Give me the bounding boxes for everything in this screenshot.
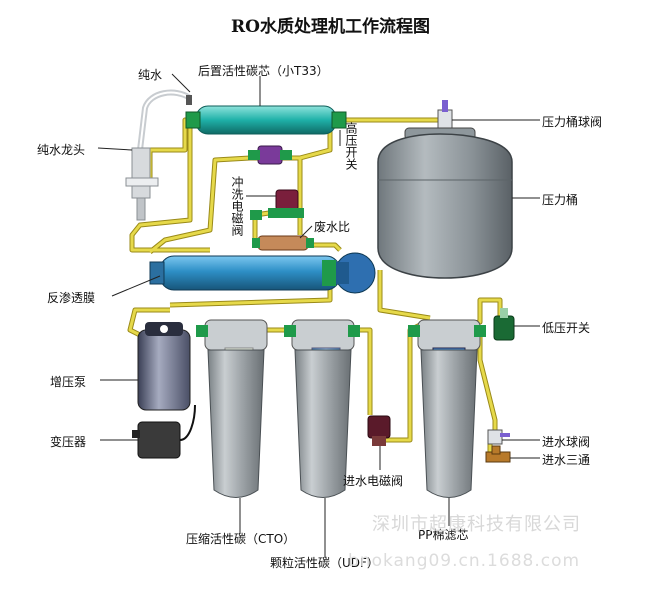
label-pp: PP棉滤芯 bbox=[418, 528, 469, 542]
low-pressure-switch bbox=[493, 308, 515, 341]
label-waste-ratio: 废水比 bbox=[314, 220, 351, 234]
pressure-tank bbox=[377, 127, 513, 279]
label-flush-solenoid: 冲洗电磁阀 bbox=[230, 176, 244, 236]
filter-housing-cto bbox=[196, 319, 268, 498]
page-title: RO水质处理机工作流程图 bbox=[231, 17, 430, 37]
label-inlet-tee: 进水三通 bbox=[542, 453, 591, 467]
filter-housing-pp bbox=[408, 319, 486, 498]
inlet-solenoid-valve bbox=[367, 415, 391, 446]
label-post-carbon: 后置活性碳芯（小T33） bbox=[198, 64, 329, 78]
label-pure-water: 纯水 bbox=[138, 68, 163, 82]
inlet-tee bbox=[485, 445, 511, 463]
label-pressure-tank: 压力桶 bbox=[542, 193, 579, 207]
high-pressure-switch bbox=[248, 145, 292, 165]
post-carbon-filter bbox=[185, 105, 347, 135]
label-booster-pump: 增压泵 bbox=[50, 375, 87, 389]
leader-lines bbox=[97, 73, 540, 558]
label-cto: 压缩活性碳（CTO） bbox=[186, 532, 296, 546]
label-ro-membrane: 反渗透膜 bbox=[47, 291, 96, 305]
inlet-ball-valve bbox=[487, 429, 510, 445]
ro-membrane bbox=[149, 252, 376, 294]
booster-pump bbox=[137, 322, 191, 411]
label-inlet-ball-valve: 进水球阀 bbox=[542, 435, 591, 449]
pressure-tank-valve bbox=[437, 100, 453, 131]
watermark-url: bnokang09.cn.1688.com bbox=[348, 551, 581, 571]
label-low-pressure-switch: 低压开关 bbox=[542, 321, 591, 335]
label-udf: 颗粒活性碳（UDF） bbox=[270, 556, 379, 570]
transformer bbox=[132, 404, 196, 459]
watermark-company: 深圳市超康科技有限公司 bbox=[372, 514, 581, 535]
flush-solenoid-valve bbox=[250, 189, 304, 220]
label-inlet-solenoid: 进水电磁阀 bbox=[343, 474, 404, 488]
faucet-shape bbox=[125, 89, 192, 221]
label-faucet: 纯水龙头 bbox=[37, 143, 86, 157]
waste-ratio-valve bbox=[252, 235, 314, 251]
filter-housing-udf bbox=[284, 319, 360, 498]
label-high-pressure-switch: 高压开关 bbox=[344, 122, 358, 170]
label-transformer: 变压器 bbox=[50, 435, 87, 449]
label-pressure-tank-valve: 压力桶球阀 bbox=[542, 115, 603, 129]
